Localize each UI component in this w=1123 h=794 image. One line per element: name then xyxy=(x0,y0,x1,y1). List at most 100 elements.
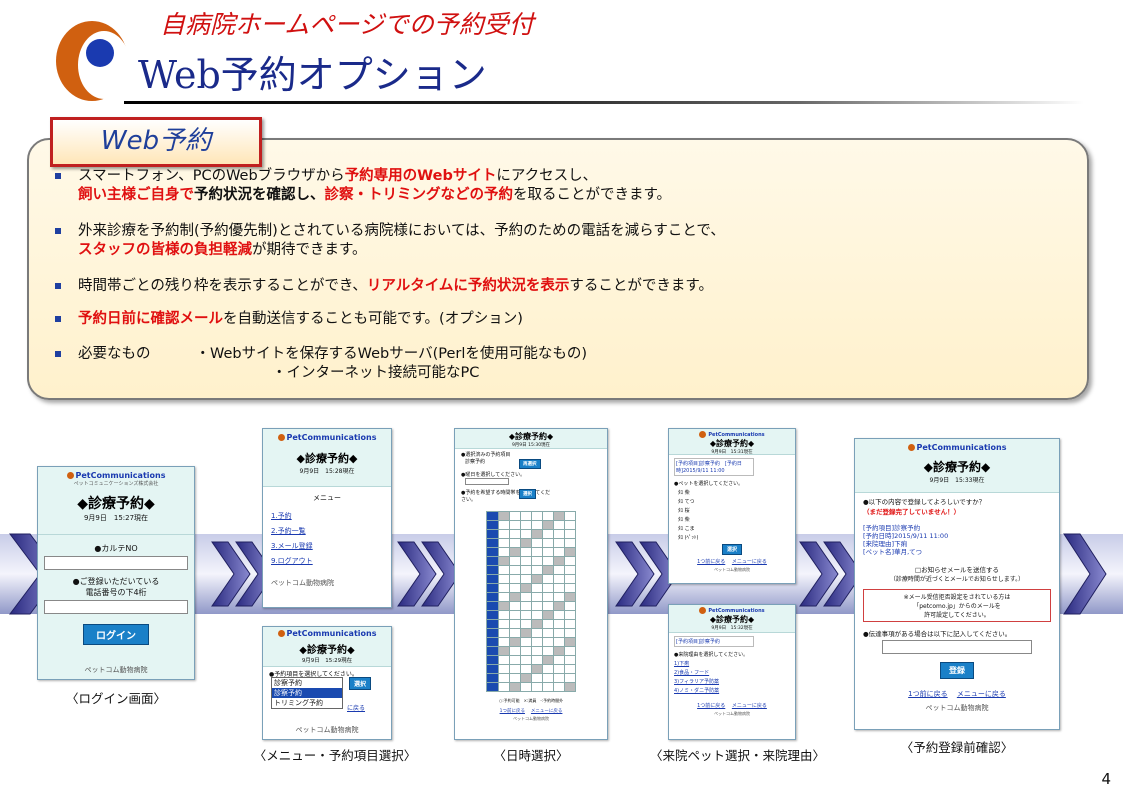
brand-logo: PetCommunications xyxy=(855,443,1059,452)
screen-date: 9月9日 15:31現在 xyxy=(711,450,753,455)
pet-checkbox[interactable]: ﾀﾛ (ﾍﾟｯﾄ) xyxy=(678,535,699,541)
pet-select-screen: PetCommunications ◆診療予約◆ 9月9日 15:31現在 [予… xyxy=(668,428,796,584)
screen-heading: ◆診療予約◆ xyxy=(299,645,355,656)
weekday-select[interactable] xyxy=(465,478,509,485)
bullet-3: 時間帯ごとの残り枠を表示することができ、リアルタイムに予約状況を表示することがで… xyxy=(55,277,713,296)
screen-header: PetCommunications ◆診療予約◆ 9月9日 15:28現在 xyxy=(263,429,391,487)
selected-item-value: 診察予約 xyxy=(465,459,486,465)
back-link[interactable]: 1つ前に戻る xyxy=(499,709,525,714)
back-link[interactable]: 1つ前に戻る xyxy=(697,703,726,709)
reason-item[interactable]: 4)ノミ・ダニ予防薬 xyxy=(674,688,720,694)
screen-header: PetCommunications ◆診療予約◆ 9月9日 15:32現在 xyxy=(669,605,795,633)
menu-title: メニュー xyxy=(313,494,341,502)
bullet-square-icon xyxy=(55,228,61,234)
menu-link[interactable]: メニューに戻る xyxy=(956,690,1006,698)
screen-date: 9月9日 15:29現在 xyxy=(301,658,353,664)
pet-prompt: ●ペットを選択してください。 xyxy=(674,481,744,487)
caption-pet: 〈来院ペット選択・来院理由〉 xyxy=(650,748,826,763)
select-button[interactable]: 選択 xyxy=(721,544,742,555)
back-to-menu-link[interactable]: に戻る xyxy=(347,705,366,712)
confirm-question: ●以下の内容で登録してよろしいですか？ xyxy=(863,498,986,506)
menu-item-logout[interactable]: 9.ログアウト xyxy=(271,557,313,565)
menu-link[interactable]: メニューに戻る xyxy=(731,559,767,565)
menu-screen: PetCommunications ◆診療予約◆ 9月9日 15:28現在 メニ… xyxy=(262,428,392,608)
pet-list[interactable]: ﾀﾛ 柴 ﾀﾛ てつ ﾀﾛ 桜 ﾀﾛ 柴 ﾀﾛ こま ﾀﾛ (ﾍﾟｯﾄ) xyxy=(678,489,790,541)
back-link[interactable]: 1つ前に戻る xyxy=(908,690,948,698)
grid-legend: ○:予約可能 ×:満員 -:予約時間外 xyxy=(498,698,564,703)
menu-link[interactable]: メニューに戻る xyxy=(530,709,563,714)
menu-item-list[interactable]: 2.予約一覧 xyxy=(271,527,306,535)
screen-header: PetCommunications ペットコミュニケーションズ株式会社 ◆診療予… xyxy=(38,467,194,535)
caption-confirm: 〈予約登録前確認〉 xyxy=(900,740,1014,755)
not-complete-warning: （まだ登録完了していません！） xyxy=(863,508,961,516)
reason-item[interactable]: 3)フィラリア予防薬 xyxy=(674,679,720,685)
pet-checkbox[interactable]: ﾀﾛ てつ xyxy=(678,499,695,505)
mail-setting-notice: ※メール受信拒否設定をされている方は 「petcomo.jp」からのメールを 許… xyxy=(863,589,1051,622)
brand-logo: PetCommunications xyxy=(669,431,795,438)
select-prompt: ●予約項目を選択してください。 xyxy=(269,671,358,678)
screen-date: 9月9日 15:30現在 xyxy=(511,443,551,448)
confirm-screen: PetCommunications ◆診療予約◆ 9月9日 15:33現在 ●以… xyxy=(854,438,1060,730)
dropdown-option-trimming[interactable]: トリミング予約 xyxy=(274,699,323,707)
screen-header: PetCommunications ◆診療予約◆ 9月9日 15:29現在 xyxy=(263,627,391,667)
pet-checkbox[interactable]: ﾀﾛ 桜 xyxy=(678,508,690,514)
reason-item[interactable]: 1)下痢 xyxy=(674,661,690,667)
brand-logo: PetCommunications xyxy=(263,433,391,442)
item-dropdown[interactable]: 診察予約 診察予約 トリミング予約 xyxy=(271,677,343,709)
screen-date: 9月9日 15:32現在 xyxy=(711,626,753,631)
bullet-square-icon xyxy=(55,316,61,322)
feature-box-label: Web予約 xyxy=(50,117,262,167)
screen-heading: ◆診療予約◆ xyxy=(709,439,755,448)
screen-footer: ペットコム動物病院 xyxy=(271,579,334,587)
pet-checkbox[interactable]: ﾀﾛ こま xyxy=(678,526,695,532)
brand-logo: PetCommunications xyxy=(38,471,194,480)
karte-label: ●カルテNO xyxy=(94,544,138,553)
message-input[interactable] xyxy=(882,640,1032,654)
phone-label-2: 電話番号の下4桁 xyxy=(85,588,147,597)
screen-header: PetCommunications ◆診療予約◆ 9月9日 15:31現在 xyxy=(669,429,795,455)
screen-footer: ペットコム動物病院 xyxy=(513,716,549,721)
menu-item-mail[interactable]: 3.メール登録 xyxy=(271,542,313,550)
bullet-1: スマートフォン、PCのWebブラウザから予約専用のWebサイトにアクセスし、 飼… xyxy=(55,167,671,205)
menu-link[interactable]: メニューに戻る xyxy=(731,703,767,709)
screen-heading: ◆診療予約◆ xyxy=(709,615,755,624)
register-button[interactable]: 登録 xyxy=(940,662,974,679)
selected-item-label: ●選択済みの予約項目 xyxy=(461,452,511,458)
screen-date: 9月9日 15:28現在 xyxy=(299,468,355,475)
timeslot-grid[interactable] xyxy=(486,511,576,692)
back-link[interactable]: 1つ前に戻る xyxy=(697,559,726,565)
karte-input[interactable] xyxy=(44,556,188,570)
title-underline xyxy=(124,101,1084,104)
select-button[interactable]: 選択 xyxy=(349,677,372,690)
page-title: Web予約オプション xyxy=(138,53,487,97)
phone-input[interactable] xyxy=(44,600,188,614)
phone-label: ●ご登録いただいている xyxy=(72,577,160,586)
page-subtitle: 自病院ホームページでの予約受付 xyxy=(160,10,534,39)
screen-heading: ◆診療予約◆ xyxy=(508,432,554,441)
select-item-screen: PetCommunications ◆診療予約◆ 9月9日 15:29現在 ●予… xyxy=(262,626,392,740)
screen-date: 9月9日 15:27現在 xyxy=(83,514,149,522)
select-button[interactable]: 選択 xyxy=(519,489,536,499)
datetime-screen: ◆診療予約◆ 9月9日 15:30現在 ●選択済みの予約項目 診察予約 再選択 … xyxy=(454,428,608,740)
screen-heading: ◆診療予約◆ xyxy=(923,460,991,474)
reservation-info: [予約項目]診察予約 [予約日時]2015/9/11 11:00 xyxy=(674,458,754,476)
login-button[interactable]: ログイン xyxy=(83,624,149,645)
timeslot-prompt: ●予約を希望する時間帯を選択してください。 xyxy=(461,490,551,503)
notify-mail-checkbox[interactable]: □お知らせメールを送信する xyxy=(914,566,999,574)
screen-footer: ペットコム動物病院 xyxy=(714,711,750,716)
screen-footer: ペットコム動物病院 xyxy=(84,666,148,674)
brand-sub: ペットコミュニケーションズ株式会社 xyxy=(73,481,159,487)
bullet-square-icon xyxy=(55,283,61,289)
message-prompt: ●伝達事項がある場合は以下に記入してください。 xyxy=(863,630,1012,638)
pet-checkbox[interactable]: ﾀﾛ 柴 xyxy=(678,517,690,523)
bullet-5: 必要なもの・Webサイトを保存するWebサーバ(Perlを使用可能なもの) ・イ… xyxy=(55,345,587,383)
dropdown-option-shinsatsu[interactable]: 診察予約 xyxy=(272,688,342,698)
menu-item-reserve[interactable]: 1.予約 xyxy=(271,512,292,520)
caption-datetime: 〈日時選択〉 xyxy=(493,748,569,763)
reason-item[interactable]: 2)食品・フード xyxy=(674,670,710,676)
feature-box xyxy=(27,138,1089,400)
reselect-button[interactable]: 再選択 xyxy=(519,459,541,469)
dropdown-selected[interactable]: 診察予約 xyxy=(274,679,302,687)
screen-footer: ペットコム動物病院 xyxy=(714,567,750,572)
pet-checkbox[interactable]: ﾀﾛ 柴 xyxy=(678,490,690,496)
